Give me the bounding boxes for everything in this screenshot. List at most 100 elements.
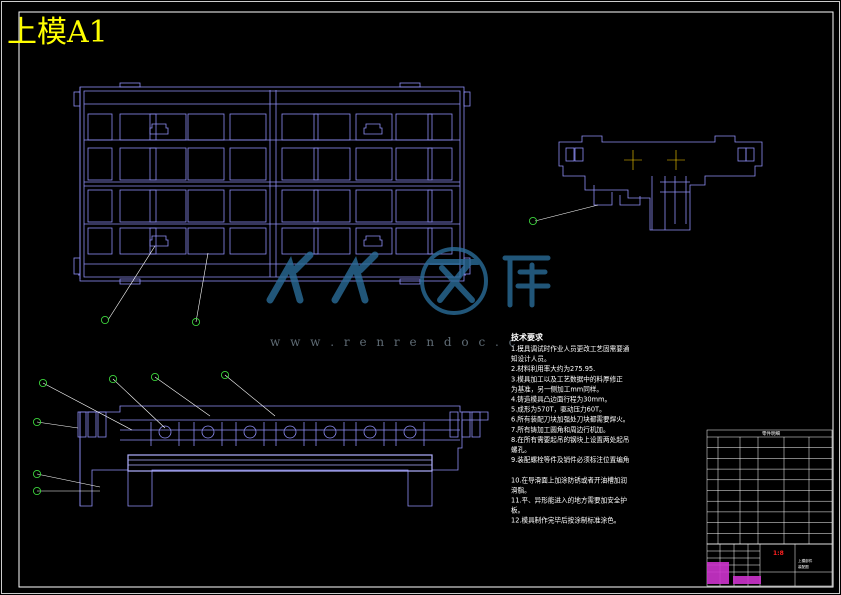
note-line: 11.平、异形能进入的地方需要加安全护 [511, 496, 627, 505]
inner-frame [18, 11, 834, 588]
note-line: 3.模具加工以及工艺数据中的料厚修正 [511, 374, 623, 383]
pocket [281, 147, 319, 181]
leaders [36, 204, 599, 492]
title-block-caption-1: 上模部件 [798, 558, 813, 563]
bolt-boss [201, 425, 215, 439]
pocket [149, 147, 187, 181]
part-balloon [100, 315, 110, 325]
boss-wall [235, 422, 265, 446]
pocket [229, 113, 267, 141]
pocket [87, 189, 113, 223]
pocket [229, 147, 267, 181]
watermark-logo-circle [420, 247, 488, 315]
watermark: w w w . r e n r e n d o c . c [266, 247, 551, 349]
title-block-caption-2: 装配图 [798, 564, 809, 569]
part-balloon [150, 372, 160, 382]
note-line: 螺孔。 [511, 445, 531, 454]
lift-slot [363, 235, 383, 247]
note-line: 2.材料利用率大约为275.95. [511, 364, 595, 373]
bom-header: 零件明细 [762, 430, 780, 437]
pocket [355, 189, 393, 223]
pocket [229, 227, 267, 255]
boss-wall [275, 422, 305, 446]
bolt-boss [403, 425, 417, 439]
pocket [281, 189, 319, 223]
technical-notes: 技术要求 1.模具调试时作业人员更改工艺固需要通知设计人员。2.材料利用率大约为… [511, 332, 630, 525]
note-line: 10.在导滑面上加涂防锈或者开油槽加润 [511, 475, 627, 484]
lift-slot [149, 123, 169, 135]
part-balloon [38, 378, 48, 388]
notes-heading: 技术要求 [511, 332, 544, 342]
lift-slot [363, 123, 383, 135]
pocket [355, 113, 393, 141]
side-view-centerlines [624, 150, 685, 170]
pocket [149, 113, 187, 141]
part-balloon [108, 374, 118, 384]
note-line: 1.模具调试时作业人员更改工艺固需要通 [511, 344, 630, 353]
note-line: 8.在所有需要起吊的钢块上设置两处起吊 [511, 435, 629, 444]
boss-wall [193, 422, 223, 446]
part-balloon [220, 370, 230, 380]
pocket [313, 147, 351, 181]
bolt-boss [323, 425, 337, 439]
front-view [77, 405, 489, 507]
pocket [427, 189, 453, 223]
title-block [706, 543, 833, 587]
title-block-scale: 1:8 [773, 550, 784, 557]
top-view-pockets [87, 113, 453, 255]
side-view [558, 135, 763, 231]
pocket [187, 147, 225, 181]
note-line: 12.模具制作完毕后按涂制标准涂色。 [511, 516, 620, 525]
note-line: 6.所有装配刀块加强处刀块都需要焊火。 [511, 415, 629, 424]
pocket [355, 147, 393, 181]
bom-table [706, 429, 833, 545]
note-line: 9.装配螺栓等件及销件必须标注位置编角 [511, 455, 629, 464]
pocket [187, 227, 225, 255]
pocket [355, 227, 393, 255]
lift-slot [149, 235, 169, 247]
part-balloon [32, 469, 42, 479]
part-balloon [32, 486, 42, 496]
pocket [395, 227, 433, 255]
pocket [187, 113, 225, 141]
note-line: 为基准，另一侧加工mm同样。 [511, 384, 603, 393]
note-line: 知设计人员。 [511, 354, 551, 363]
bolt-boss [363, 425, 377, 439]
pocket [281, 113, 319, 141]
pocket [119, 227, 157, 255]
bolt-boss [243, 425, 257, 439]
pocket [87, 227, 113, 255]
watermark-url: w w w . r e n r e n d o c . c [270, 335, 518, 349]
pocket [87, 113, 113, 141]
part-balloon [191, 317, 201, 327]
boss-wall [355, 422, 385, 446]
pocket [149, 189, 187, 223]
pocket [119, 113, 157, 141]
pocket [87, 147, 113, 181]
note-line: 7.所有铸加工圆角和周边行机加。 [511, 425, 610, 434]
pocket [427, 147, 453, 181]
pocket [395, 113, 433, 141]
part-balloon [528, 216, 538, 226]
note-line: 4.铸造模具凸边面行程为30mm。 [511, 395, 611, 404]
boss-wall [395, 422, 425, 446]
pocket [229, 189, 267, 223]
pocket [395, 147, 433, 181]
pocket [313, 189, 351, 223]
part-balloon [32, 417, 42, 427]
front-view-bosses [150, 422, 425, 446]
bolt-boss [283, 425, 297, 439]
note-line: 板。 [511, 506, 524, 515]
pocket [281, 227, 319, 255]
drawing-title: 上模A1 [7, 15, 108, 50]
part-balloons [32, 216, 538, 496]
pocket [119, 189, 157, 223]
boss-wall [315, 422, 345, 446]
pocket [119, 147, 157, 181]
note-line: 滑脂。 [511, 485, 531, 494]
notes-lines: 1.模具调试时作业人员更改工艺固需要通知设计人员。2.材料利用率大约为275.9… [511, 344, 630, 525]
pocket [313, 227, 351, 255]
pocket [427, 113, 453, 141]
